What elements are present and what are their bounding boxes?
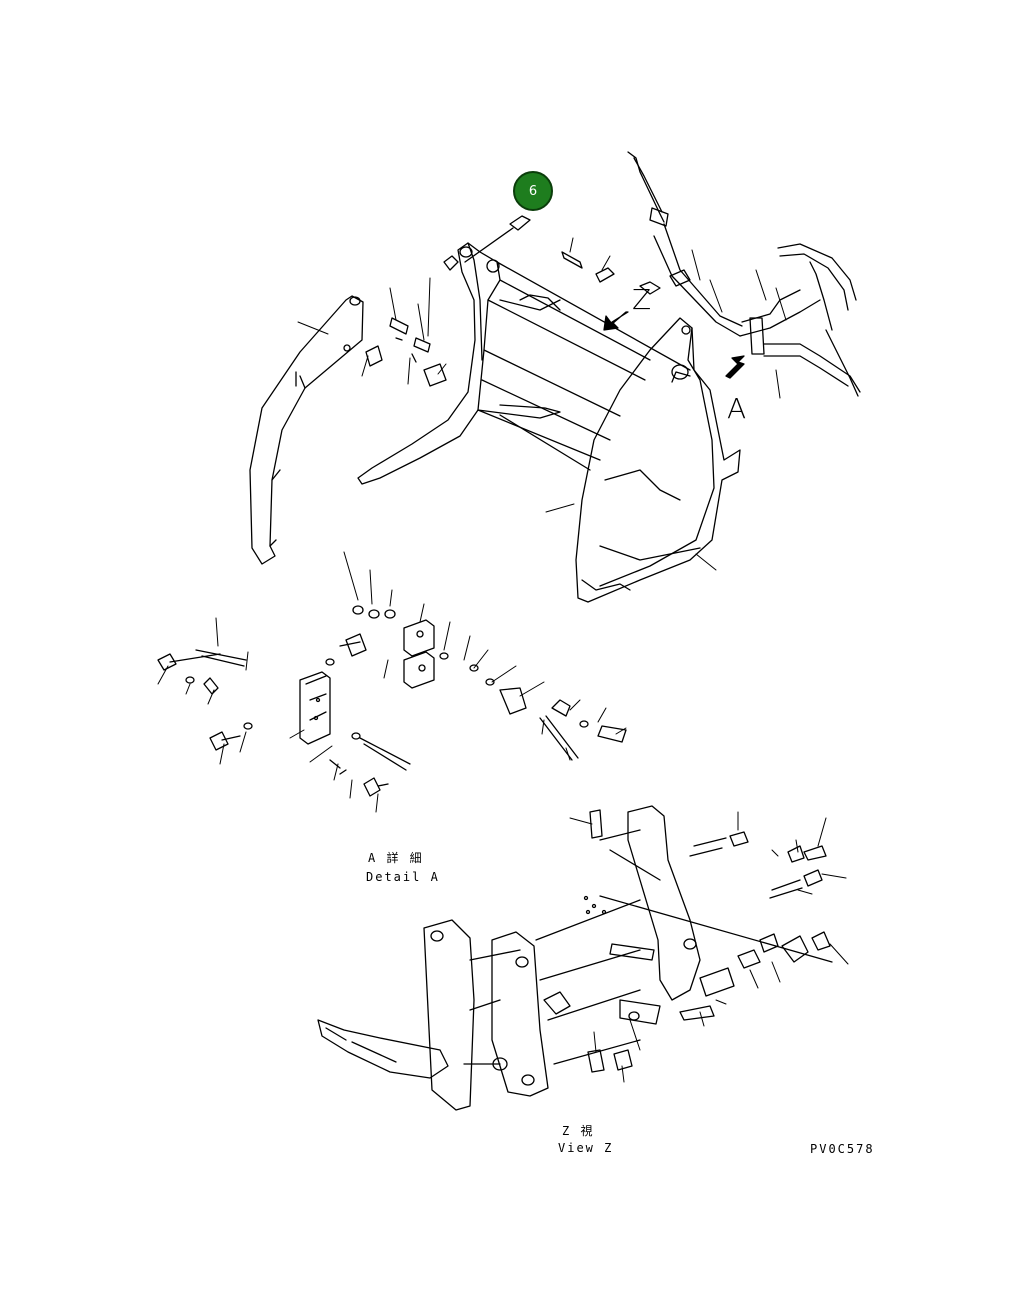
drawing-code: PV0C578 (810, 1142, 875, 1156)
view-z-assembly (317, 805, 833, 1111)
upper-left-parts (365, 215, 615, 387)
detail-a-title-en: Detail A (366, 870, 440, 884)
view-z-title-jp: Z 視 (562, 1124, 595, 1138)
left-clamp-arm (249, 295, 364, 565)
hydraulic-linkage (627, 151, 861, 397)
view-z-marker: Z (632, 283, 652, 316)
view-arrows (603, 311, 745, 379)
view-z-title-en: View Z (558, 1141, 614, 1155)
callout-number: 6 (528, 183, 538, 199)
detail-a-title-jp: A 詳 細 (368, 851, 424, 865)
detail-a-hardware (157, 605, 627, 797)
clamp-body (357, 242, 741, 603)
detail-a-marker: A (727, 392, 747, 425)
callout-badge[interactable]: 6 (513, 171, 553, 211)
leader-lines (157, 237, 849, 1083)
